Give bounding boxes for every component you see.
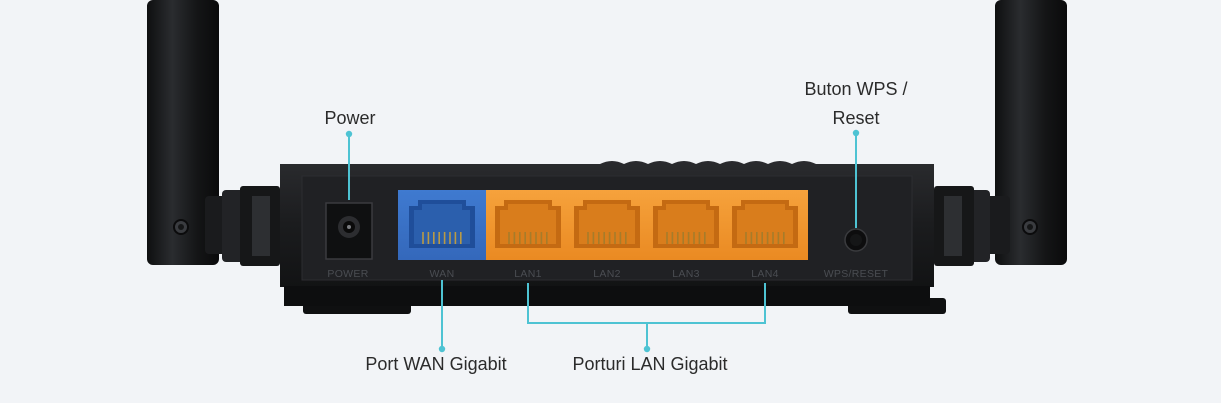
lan-jack-3: [653, 200, 719, 248]
wps-reset-callout-line2: Reset: [832, 108, 880, 128]
wps-reset-button: [844, 228, 868, 252]
lan4-port-label: LAN4: [751, 268, 778, 280]
lan-jack-4: [732, 200, 798, 248]
lan-jack-2: [574, 200, 640, 248]
lan2-port-label: LAN2: [593, 268, 620, 280]
lan-jack-1: [495, 200, 561, 248]
lan1-port-label: LAN1: [514, 268, 541, 280]
wps-reset-port-label: WPS/RESET: [824, 268, 889, 280]
power-jack: [325, 202, 373, 260]
callout-lines: [348, 133, 857, 349]
wan-port: [398, 190, 486, 260]
lan-ports: [486, 190, 808, 260]
wps-reset-callout-line1: Buton WPS /: [804, 79, 908, 99]
wan-port-callout: Port WAN Gigabit: [365, 354, 507, 374]
lan3-port-label: LAN3: [672, 268, 699, 280]
callout-dots: [345, 129, 860, 353]
wan-port-label: WAN: [429, 268, 454, 280]
lan-ports-callout: Porturi LAN Gigabit: [572, 354, 728, 374]
power-port-label: POWER: [327, 268, 368, 280]
power-callout: Power: [324, 108, 376, 128]
left-antenna: [147, 0, 280, 266]
right-antenna: [934, 0, 1067, 266]
